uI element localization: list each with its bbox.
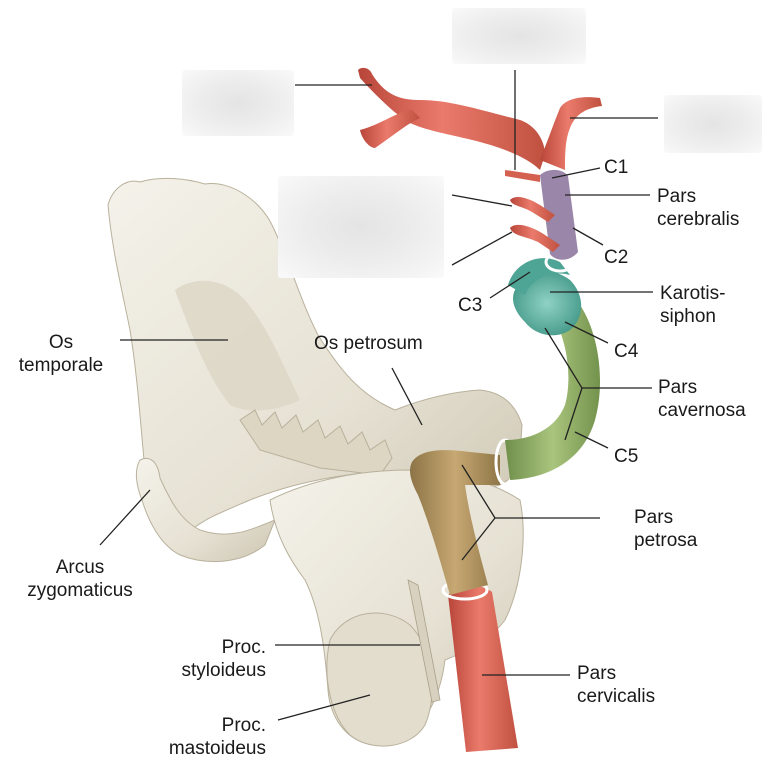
label-proc-styloideus-line2: styloideus: [181, 660, 267, 681]
hidden-label-box-mid-left: [278, 176, 444, 278]
pars-petrosa-vessel: [410, 450, 500, 595]
label-proc-mastoideus: Proc. mastoideus: [150, 714, 266, 760]
styloid-process: [407, 579, 441, 703]
label-arcus-zygomaticus: Arcus zygomaticus: [18, 556, 142, 602]
label-proc-mastoideus-line2: mastoideus: [168, 738, 266, 759]
label-pars-petrosa-line1: Pars: [634, 507, 674, 528]
hidden-label-box-top-right: [664, 95, 762, 153]
label-pars-cavernosa-line2: cavernosa: [658, 400, 746, 421]
label-c4: C4: [614, 341, 639, 362]
label-arcus-zygomaticus-line1: Arcus: [55, 557, 105, 578]
branch-mid-1: [510, 197, 555, 222]
label-c5: C5: [614, 446, 639, 467]
label-karotissiphon: Karotis- siphon: [660, 282, 725, 328]
label-proc-styloideus: Proc. styloideus: [150, 636, 267, 682]
pars-cervicalis-vessel: [448, 585, 518, 752]
label-pars-petrosa-line2: petrosa: [634, 530, 698, 551]
label-karotissiphon-line2: siphon: [660, 306, 716, 327]
pars-cerebralis-vessel: [540, 169, 578, 260]
label-karotissiphon-line1: Karotis-: [660, 283, 726, 304]
label-pars-cavernosa: Pars cavernosa: [658, 376, 746, 422]
branch-mid-2: [510, 224, 560, 252]
temporal-fossa: [175, 280, 300, 411]
leader-lines: [99, 70, 658, 721]
label-pars-cerebralis-line1: Pars: [657, 186, 697, 207]
label-c2: C2: [604, 247, 629, 268]
label-os-temporale-line1: Os: [48, 332, 74, 353]
label-proc-styloideus-line1: Proc.: [221, 637, 266, 658]
branch-upper-left: [358, 67, 545, 170]
branch-upper-right: [540, 97, 602, 170]
label-pars-cervicalis-line1: Pars: [577, 663, 617, 684]
label-pars-cervicalis-line2: cervicalis: [577, 686, 656, 707]
siphon-c3-bend: [508, 258, 570, 295]
mastoid-process: [326, 612, 433, 747]
label-os-temporale: Os temporale: [8, 331, 114, 377]
branch-c1-small: [505, 170, 540, 182]
pars-cavernosa-vessel: [505, 305, 600, 480]
label-pars-cervicalis: Pars cervicalis: [577, 662, 655, 708]
hidden-label-box-top-center: [452, 8, 586, 64]
label-c3: C3: [458, 295, 483, 316]
label-pars-cavernosa-line1: Pars: [658, 377, 698, 398]
branch-lower-left: [360, 110, 420, 148]
label-proc-mastoideus-line1: Proc.: [221, 715, 266, 736]
label-os-petrosum: Os petrosum: [314, 333, 423, 354]
label-pars-cerebralis: Pars cerebralis: [657, 185, 739, 231]
label-c1: C1: [604, 157, 629, 178]
hidden-label-box-top-left: [182, 70, 294, 136]
karotissiphon-vessel: [513, 271, 582, 336]
label-pars-cerebralis-line2: cerebralis: [657, 209, 740, 230]
zygomatic-arch: [135, 457, 276, 563]
label-arcus-zygomaticus-line2: zygomaticus: [27, 580, 133, 601]
label-pars-petrosa: Pars petrosa: [634, 506, 697, 552]
label-os-temporale-line2: temporale: [18, 355, 104, 376]
